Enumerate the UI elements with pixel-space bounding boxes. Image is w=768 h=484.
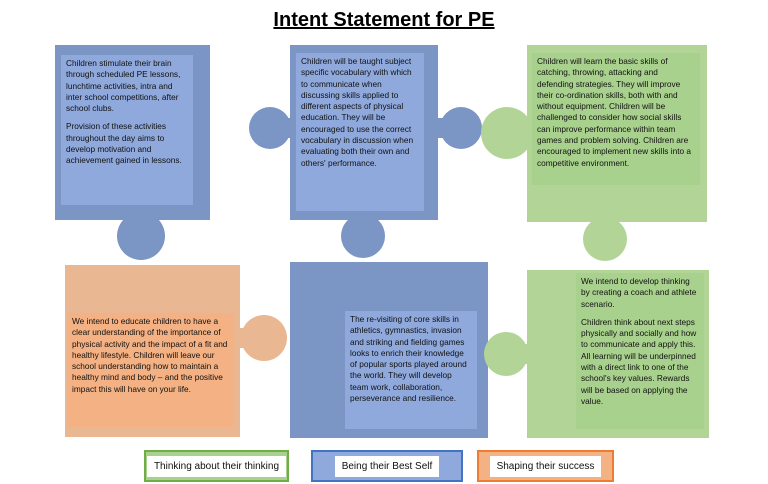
- statement-text: Provision of these activities throughout…: [66, 121, 182, 166]
- statement-text: Children will be taught subject specific…: [301, 56, 414, 168]
- statement-text: Children will learn the basic skills of …: [537, 56, 692, 168]
- legend-item-best-self: Being their Best Self: [311, 450, 463, 482]
- statement-box-bottom-right: We intend to develop thinking by creatin…: [576, 273, 704, 429]
- legend-label: Being their Best Self: [334, 455, 440, 477]
- statement-box-bottom-left: We intend to educate children to have a …: [67, 313, 233, 427]
- legend-item-shaping: Shaping their success: [477, 450, 614, 482]
- statement-text: We intend to develop thinking by creatin…: [581, 276, 697, 309]
- statement-box-bottom-middle: The re-visiting of core skills in athlet…: [345, 311, 477, 429]
- statement-text: Children think about next steps physical…: [581, 316, 697, 406]
- legend-label: Shaping their success: [489, 455, 602, 477]
- legend-label: Thinking about their thinking: [146, 455, 287, 477]
- statement-box-top-middle: Children will be taught subject specific…: [296, 53, 424, 211]
- statement-text: Children stimulate their brain through s…: [66, 58, 181, 114]
- statement-box-top-right: Children will learn the basic skills of …: [532, 53, 700, 185]
- legend-item-thinking: Thinking about their thinking: [144, 450, 289, 482]
- page-title: Intent Statement for PE: [273, 9, 495, 31]
- statement-box-top-left: Children stimulate their brain through s…: [61, 55, 193, 205]
- statement-text: The re-visiting of core skills in athlet…: [350, 314, 467, 404]
- statement-text: We intend to educate children to have a …: [72, 316, 228, 394]
